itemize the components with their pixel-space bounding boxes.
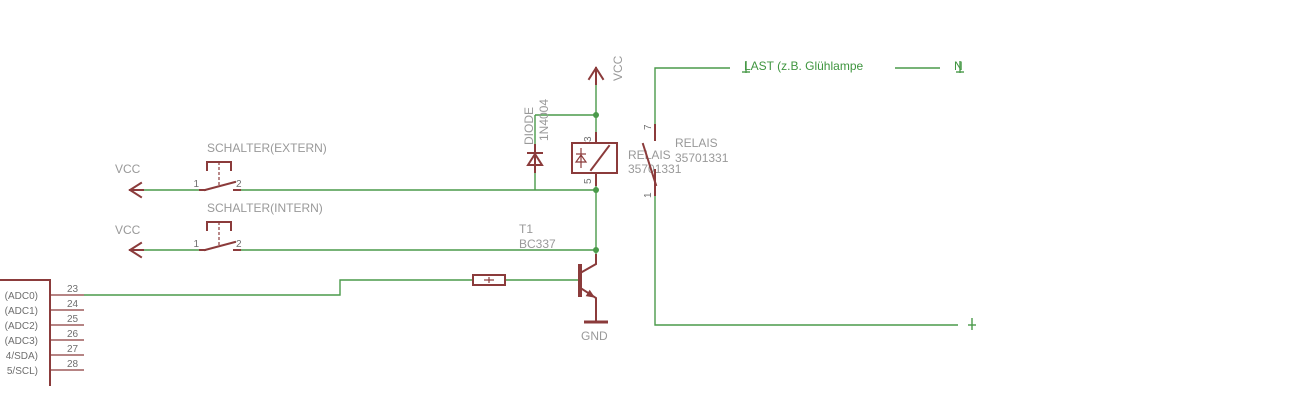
transistor-value: BC337 [519,237,556,251]
switch-intern-pin-left: 1 [193,239,199,250]
resistor-body [472,274,506,286]
ic-pin-label: (ADC2) [5,321,38,332]
relay-contact: 7 1 RELAIS 35701331 [641,124,729,198]
ground-label: GND [581,329,608,343]
ic-pin-number: 26 [67,329,79,340]
junction-dot [593,112,599,118]
switch-extern-name: SCHALTER(EXTERN) [207,141,327,155]
junction-dot [593,187,599,193]
relay-coil-name: RELAIS [628,148,671,162]
connection-marker-icon [742,61,750,73]
ic-pin-label: (ADC3) [5,336,38,347]
relay-coil-body [571,142,618,174]
transistor: T1 BC337 [519,222,597,323]
ic-pin-label: 5/SCL) [7,366,38,377]
junctions [593,112,599,253]
switch-extern-pin-left: 1 [193,179,199,190]
switch-extern-supply-label: VCC [115,162,141,176]
switch-intern-name: SCHALTER(INTERN) [207,201,323,215]
ic-pin-label: (ADC0) [5,291,38,302]
ic-pin: 24 (ADC1) [5,299,84,317]
wire-contact-return [654,195,958,326]
connection-marker-icon [956,61,964,73]
relay-coil: 3 5 RELAIS 35701331 [571,132,682,186]
transistor-name: T1 [519,222,533,236]
switch-intern: SCHALTER(INTERN) 1 2 VCC [115,201,323,259]
diode-name: DIODE [522,107,536,145]
wire-ic-to-resistor [84,279,473,296]
ic-pin: 23 (ADC0) [5,284,84,302]
relay-coil-winding [589,144,611,172]
emitter-arrow-icon [585,289,596,298]
junction-dot [593,247,599,253]
diode-triangle-icon [526,152,544,166]
switch-extern-pin-right: 2 [236,179,242,190]
ic-pin: 26 (ADC3) [5,329,84,347]
load-label: LAST (z.B. Glühlampe [744,59,863,73]
wires [84,67,958,326]
switch-extern: SCHALTER(EXTERN) 1 2 VCC [115,141,327,199]
connection-marker-icon [968,318,976,330]
neutral-label: N [954,59,963,73]
relay-coil-pin-top-number: 3 [583,136,594,142]
microcontroller: 23 (ADC0) 24 (ADC1) 25 (ADC2) 26 (ADC3) … [0,279,84,386]
switch-intern-contact [203,240,237,252]
transistor-emitter [580,287,597,323]
ic-pin-number: 24 [67,299,79,310]
relay-contact-pin-top-number: 7 [643,124,654,130]
ic-pin-label: 4/SDA) [6,351,38,362]
ic-pin: 28 5/SCL) [7,359,84,377]
relay-coil-pin-bottom-number: 5 [583,178,594,184]
ic-pin-number: 28 [67,359,79,370]
ic-pin-number: 23 [67,284,79,295]
load: LAST (z.B. Glühlampe N [742,59,976,330]
vcc-top-label: VCC [611,55,625,81]
relay-contact-name: RELAIS [675,136,718,150]
ic-pin-number: 25 [67,314,79,325]
transistor-collector [580,254,597,274]
resistor [472,274,506,286]
switch-extern-contact [203,180,237,192]
relay-coil-diode-icon [574,153,588,163]
ic-pin-number: 27 [67,344,79,355]
ic-pin: 27 4/SDA) [6,344,84,362]
diode: DIODE 1N4004 [522,99,551,173]
wire-load-to-contact [654,67,730,125]
switch-intern-pin-right: 2 [236,239,242,250]
relay-contact-blade [641,142,658,187]
ground: GND [581,320,608,343]
switch-intern-supply-label: VCC [115,223,141,237]
ic-pin: 25 (ADC2) [5,314,84,332]
vcc-supply-top: VCC [587,55,625,85]
relay-contact-pin-bottom-number: 1 [643,192,654,198]
relay-contact-value: 35701331 [675,151,729,165]
ic-pin-label: (ADC1) [5,306,38,317]
diode-value: 1N4004 [537,99,551,141]
